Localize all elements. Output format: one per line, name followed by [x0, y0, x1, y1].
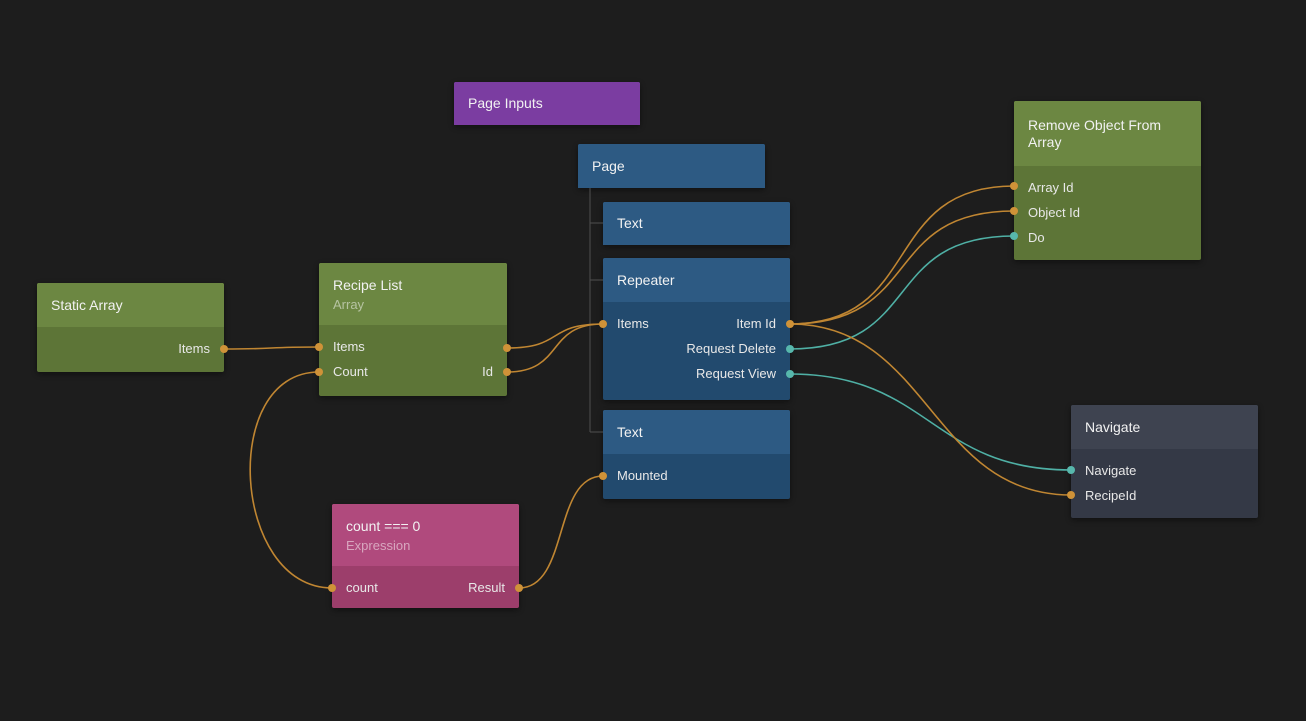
- connection-repeater-requestview-to-navigate[interactable]: [789, 373, 1072, 471]
- port-row: RecipeId: [1071, 483, 1258, 508]
- node-ports: Navigate RecipeId: [1071, 449, 1258, 508]
- port-request-delete[interactable]: Request Delete: [686, 341, 776, 356]
- node-subtitle: Expression: [346, 537, 411, 553]
- node-title: Recipe List: [333, 276, 403, 293]
- node-ports: Items Count Id: [319, 325, 507, 384]
- port-row: Items Item Id: [603, 311, 790, 336]
- port-result[interactable]: Result: [468, 580, 505, 595]
- port-row: count Result: [332, 575, 519, 600]
- node-title: Text: [617, 215, 643, 231]
- connection-repeater-itemid-to-object-id[interactable]: [789, 210, 1015, 325]
- port-row: Request Delete: [603, 336, 790, 361]
- node-header[interactable]: Page: [578, 144, 765, 188]
- port-item-id[interactable]: Item Id: [736, 316, 776, 331]
- node-ports: Mounted: [603, 454, 790, 488]
- port-navigate[interactable]: Navigate: [1085, 463, 1137, 478]
- node-header[interactable]: Static Array: [37, 283, 224, 327]
- node-header[interactable]: Recipe List Array: [319, 263, 507, 325]
- node-ports: Array Id Object Id Do: [1014, 166, 1201, 250]
- node-static-array[interactable]: Static Array Items: [37, 283, 224, 372]
- node-page-inputs[interactable]: Page Inputs: [454, 82, 640, 125]
- port-do[interactable]: Do: [1028, 230, 1045, 245]
- port-recipe-id[interactable]: RecipeId: [1085, 488, 1137, 503]
- port-row: Navigate: [1071, 458, 1258, 483]
- port-row: Do: [1014, 225, 1201, 250]
- node-header[interactable]: Text: [603, 410, 790, 454]
- port-row: Array Id: [1014, 175, 1201, 200]
- node-text-1[interactable]: Text: [603, 202, 790, 245]
- port-row: Object Id: [1014, 200, 1201, 225]
- node-ports: Items: [37, 327, 224, 361]
- node-header[interactable]: Remove Object From Array: [1014, 101, 1201, 166]
- node-title: Static Array: [51, 296, 123, 313]
- port-row: Mounted: [603, 463, 790, 488]
- connection-static-items-to-recipe-items[interactable]: [223, 346, 320, 350]
- node-title: Remove Object From Array: [1028, 116, 1162, 150]
- node-subtitle: Array: [333, 296, 365, 312]
- node-title: Page Inputs: [468, 95, 543, 111]
- port-object-id[interactable]: Object Id: [1028, 205, 1081, 220]
- node-title: Navigate: [1085, 418, 1141, 435]
- port-array-id[interactable]: Array Id: [1028, 180, 1074, 195]
- port-count[interactable]: count: [346, 580, 378, 595]
- port-count[interactable]: Count: [333, 364, 368, 379]
- node-text-2[interactable]: Text Mounted: [603, 410, 790, 499]
- port-row: Items: [319, 334, 507, 359]
- port-row: Request View: [603, 361, 790, 386]
- port-row: Items: [37, 336, 224, 361]
- node-header[interactable]: Repeater: [603, 258, 790, 302]
- connection-expression-result-to-text-mounted[interactable]: [518, 475, 604, 589]
- port-items[interactable]: Items: [333, 339, 365, 354]
- node-title: Repeater: [617, 271, 675, 288]
- node-header[interactable]: count === 0 Expression: [332, 504, 519, 566]
- node-header[interactable]: Navigate: [1071, 405, 1258, 449]
- port-items[interactable]: Items: [178, 341, 210, 356]
- connection-repeater-itemid-to-recipeid[interactable]: [789, 323, 1072, 496]
- port-row: Count Id: [319, 359, 507, 384]
- node-page[interactable]: Page: [578, 144, 765, 188]
- port-request-view[interactable]: Request View: [696, 366, 776, 381]
- node-title: count === 0: [346, 517, 421, 534]
- node-expression[interactable]: count === 0 Expression count Result: [332, 504, 519, 608]
- port-items[interactable]: Items: [617, 316, 649, 331]
- node-ports: count Result: [332, 566, 519, 600]
- node-ports: Items Item Id Request Delete Request Vie…: [603, 302, 790, 386]
- connection-recipe-id-to-repeater-items[interactable]: [506, 323, 604, 373]
- node-title: Page: [592, 157, 625, 174]
- port-mounted[interactable]: Mounted: [617, 468, 668, 483]
- node-remove-object-from-array[interactable]: Remove Object From Array Array Id Object…: [1014, 101, 1201, 260]
- connection-repeater-requestdelete-to-do[interactable]: [789, 235, 1015, 350]
- node-header[interactable]: Page Inputs: [454, 82, 640, 125]
- node-repeater[interactable]: Repeater Items Item Id Request Delete Re…: [603, 258, 790, 400]
- connection-recipe-count-to-expression-count[interactable]: [249, 371, 333, 589]
- node-recipe-list[interactable]: Recipe List Array Items Count Id: [319, 263, 507, 396]
- node-header[interactable]: Text: [603, 202, 790, 245]
- node-navigate[interactable]: Navigate Navigate RecipeId: [1071, 405, 1258, 518]
- connection-repeater-itemid-to-array-id[interactable]: [789, 185, 1015, 325]
- connection-recipe-items-to-repeater-items[interactable]: [506, 323, 604, 349]
- port-id[interactable]: Id: [482, 364, 493, 379]
- node-title: Text: [617, 423, 643, 440]
